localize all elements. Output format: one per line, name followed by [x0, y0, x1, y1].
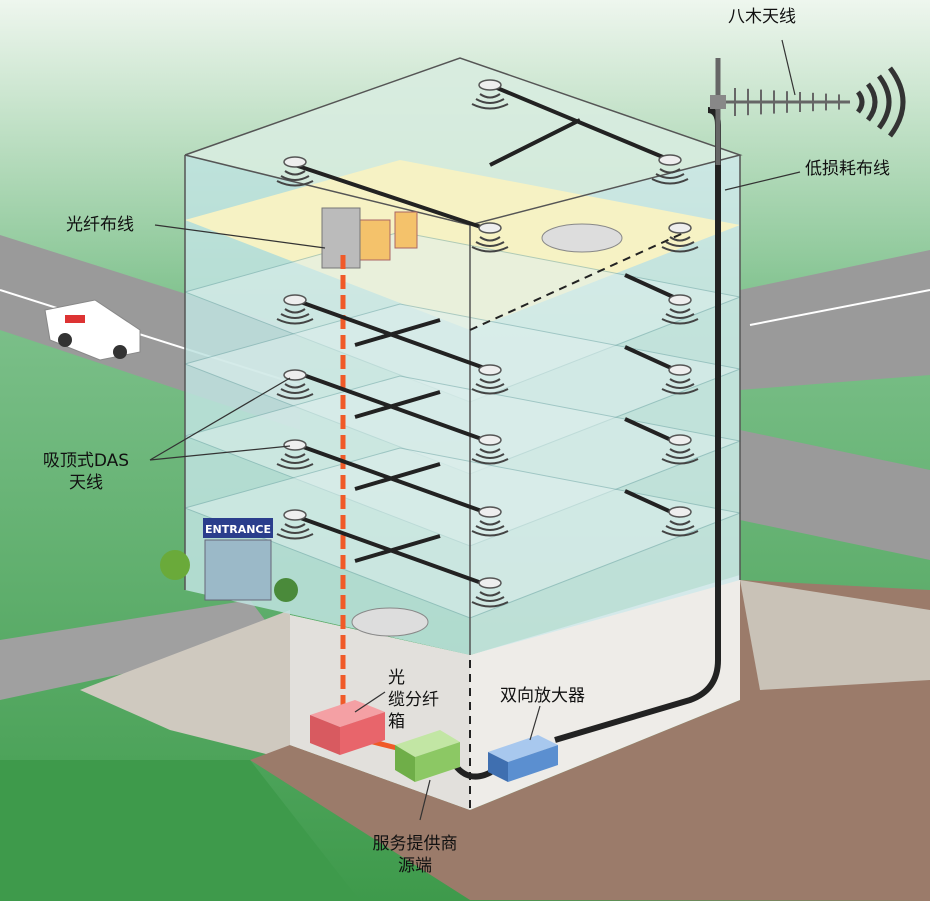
provider-source-box [395, 730, 460, 782]
label-line: 缆分纤 [388, 690, 439, 710]
das-antenna-icon [471, 222, 509, 253]
label-amplifier: 双向放大器 [500, 686, 585, 706]
amplifier-box [488, 735, 558, 782]
das-antenna-icon [471, 434, 509, 465]
das-antenna-icon [276, 439, 314, 470]
label-line: 光 [388, 668, 405, 688]
label-yagi-antenna: 八木天线 [728, 7, 796, 27]
lobby-desk [351, 607, 429, 637]
label-provider-source: 服务提供商 源端 [360, 833, 470, 877]
das-antenna-icon [661, 506, 699, 537]
road-right [740, 250, 930, 390]
label-line: 源端 [398, 856, 432, 876]
das-antenna-icon [276, 294, 314, 325]
das-antenna-icon [471, 79, 509, 110]
das-antenna-icon [276, 156, 314, 187]
das-antenna-icon [276, 509, 314, 540]
das-antenna-icon [276, 369, 314, 400]
label-line: 天线 [69, 473, 103, 493]
sidewalk [80, 610, 290, 760]
label-fiber-cabling: 光纤布线 [66, 215, 134, 235]
leader-lines [149, 39, 801, 821]
das-antenna-icon [651, 154, 689, 185]
label-low-loss-cable: 低损耗布线 [805, 159, 890, 179]
ambulance [44, 299, 141, 361]
reception-desk [541, 223, 623, 253]
das-antenna-icon [471, 577, 509, 608]
das-antenna-icon [471, 364, 509, 395]
yagi-antenna [710, 58, 906, 165]
das-antenna-icon [471, 506, 509, 537]
floor-slabs [183, 231, 742, 619]
label-line: 吸顶式DAS [42, 451, 130, 471]
label-fiber-box: 光 缆分纤 箱 [388, 667, 439, 733]
das-antenna-icon [661, 434, 699, 465]
fiber-distribution-box [310, 700, 385, 755]
label-ceiling-das-antenna: 吸顶式DAS 天线 [36, 450, 136, 494]
label-line: 箱 [388, 712, 405, 732]
das-antenna-icon [661, 294, 699, 325]
entrance-sign: ENTRANCE [205, 523, 271, 536]
das-antenna-icon [661, 222, 699, 253]
das-antenna-icon [661, 364, 699, 395]
label-line: 服务提供商 [372, 834, 458, 854]
ceiling-antennas [276, 79, 699, 608]
